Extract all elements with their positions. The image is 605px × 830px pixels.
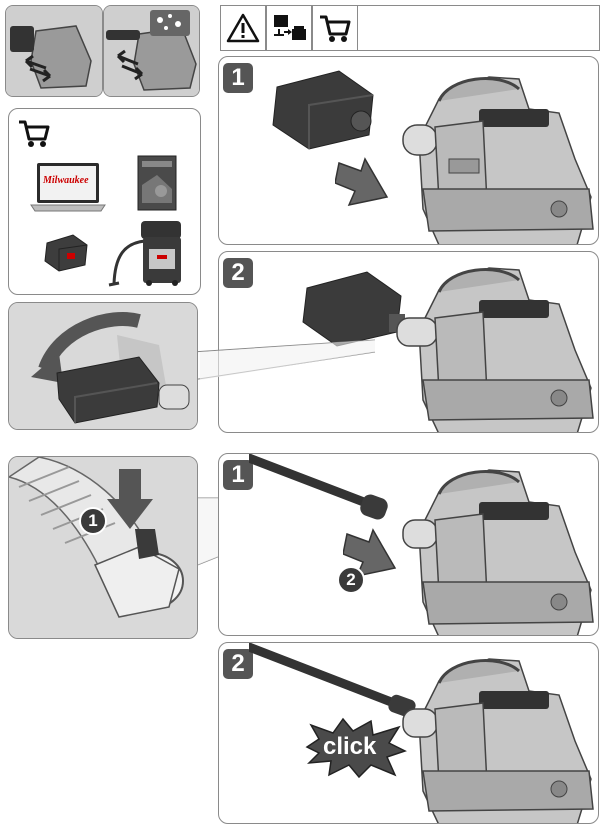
cart-icon: [19, 120, 50, 147]
step-panel-connect-hose: 1 2: [218, 453, 599, 636]
battery-charger-icon: [274, 15, 306, 40]
warning-icon: [226, 13, 260, 43]
zoom-panel-remove-bag: [8, 302, 198, 430]
dust-bag-image: [272, 70, 374, 150]
battery-cell: [266, 5, 312, 51]
step-number-badge: 2: [223, 258, 253, 288]
step-panel-attach-bag: 1: [218, 56, 599, 245]
header-icon-strip: [200, 5, 600, 51]
manual-book-image: [137, 155, 177, 211]
step-number-badge: 2: [223, 649, 253, 679]
laptop-image: Milwaukee: [29, 161, 107, 215]
cart-icon: [320, 15, 351, 42]
click-burst: click: [303, 717, 407, 779]
thumbnail-remove-cover: [5, 5, 103, 97]
insert-arrow-icon: [343, 528, 397, 578]
plunge-saw-image: [379, 462, 597, 635]
zoom-panel-hose-lock: 1: [8, 456, 198, 639]
step-number-badge: 1: [223, 63, 253, 93]
vacuum-hose-image: [249, 454, 388, 520]
insert-arrow-icon: [335, 157, 389, 207]
accessory-cell: [312, 5, 358, 51]
warning-cell: [220, 5, 266, 51]
callout-number: 1: [79, 507, 107, 535]
plunge-saw-image: [379, 651, 597, 823]
callout-number: 2: [337, 566, 365, 594]
laptop-brand-text: Milwaukee: [43, 175, 89, 186]
vacuum-image: [108, 221, 181, 287]
step-panel-bag-fitted: 2: [218, 251, 599, 433]
zoom-connector-lines: [191, 339, 376, 381]
thumbnail-clean-dust: [103, 5, 200, 97]
accessories-panel: Milwaukee: [8, 108, 201, 295]
step-panel-hose-click: 2 click: [218, 642, 599, 824]
header-strip-tail: [358, 5, 600, 51]
plunge-saw-image: [379, 260, 597, 432]
click-label: click: [323, 733, 377, 760]
battery-image: [44, 234, 88, 272]
step-number-badge: 1: [223, 460, 253, 490]
plunge-saw-image: [379, 69, 597, 244]
